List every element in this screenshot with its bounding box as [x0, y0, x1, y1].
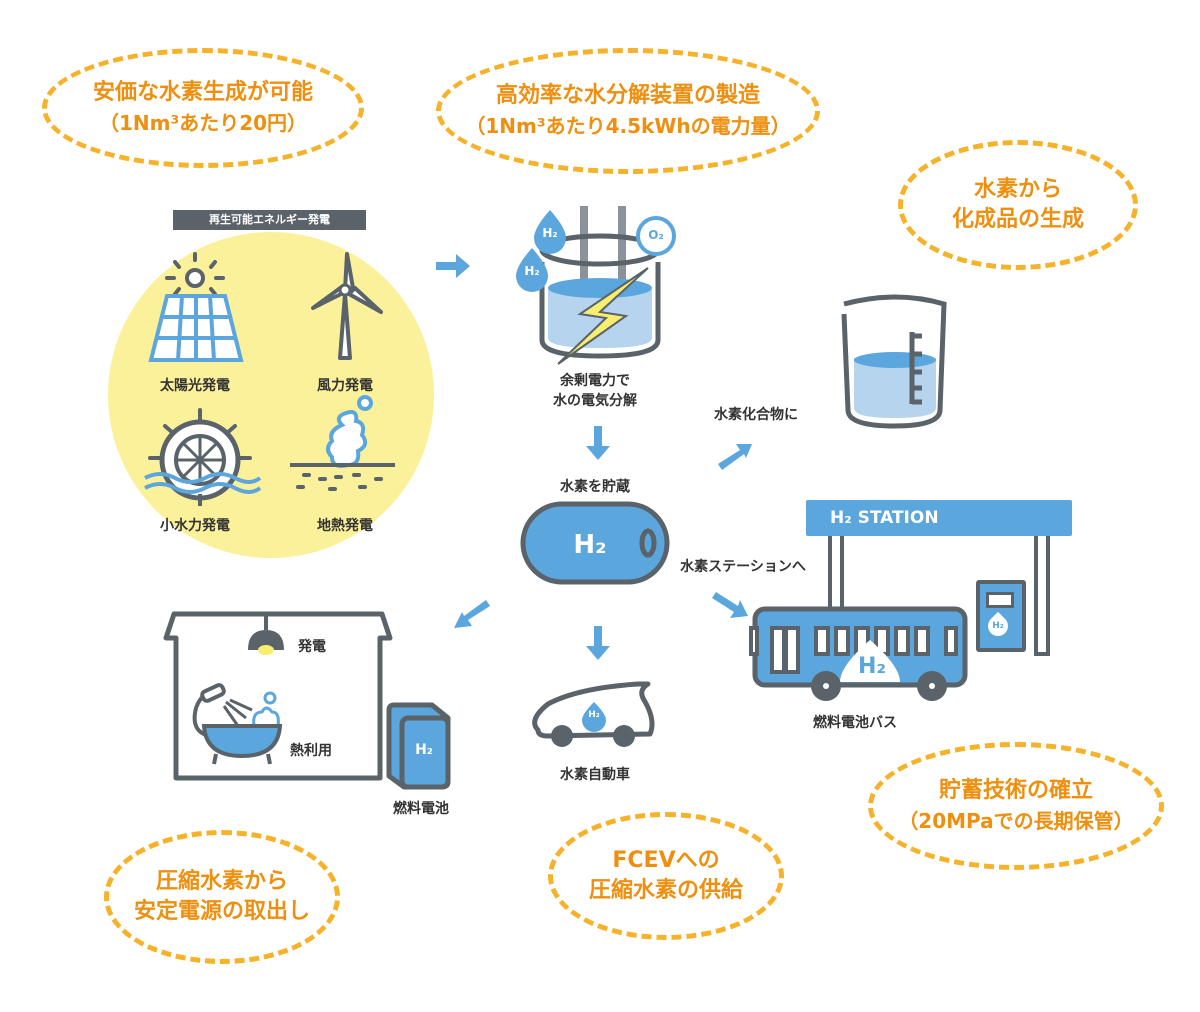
fuel-cell-label: 燃料電池 — [393, 801, 449, 817]
electrolysis-icon — [516, 206, 676, 365]
arrow-down-icon — [586, 426, 610, 460]
goal-detail: （1Nm³あたり20円） — [98, 111, 308, 135]
goal-fcev: FCEVへの 圧縮水素の供給 — [548, 812, 784, 940]
goal-electrolyzer: 高効率な水分解装置の製造 （1Nm³あたり4.5kWhの電力量） — [436, 48, 820, 174]
station-sign-text: H₂ STATION — [830, 508, 939, 528]
arrow-up-right-icon — [718, 444, 752, 470]
compound-label: 水素化合物に — [714, 407, 798, 423]
geothermal-icon — [290, 395, 395, 491]
fuel-pump-text: H₂ — [992, 621, 1004, 631]
goal-cheap-production: 安価な水素生成が可能 （1Nm³あたり20円） — [42, 48, 364, 168]
wind-label: 風力発電 — [317, 378, 373, 394]
arrow-right-icon — [436, 254, 470, 278]
goal-title: 高効率な水分解装置の製造 — [495, 83, 760, 108]
goal-detail: 圧縮水素の供給 — [588, 878, 743, 903]
fuel-pump-screen — [986, 592, 1014, 608]
arrow-down-left-icon — [454, 600, 490, 628]
light-label: 発電 — [298, 639, 326, 655]
goal-detail: （20MPaでの長期保管） — [898, 809, 1134, 833]
geothermal-label: 地熱発電 — [317, 518, 373, 534]
goal-title: FCEVへの — [612, 848, 720, 873]
goal-title: 圧縮水素から — [155, 869, 288, 894]
station-sign — [806, 500, 1072, 536]
fuel-cell-icon — [386, 702, 451, 790]
station-label: 水素ステーションへ — [680, 559, 806, 575]
arrow-down-right-icon — [712, 592, 748, 618]
electrolysis-label-2: 水の電気分解 — [553, 393, 637, 409]
goal-chemicals: 水素から 化成品の生成 — [898, 140, 1138, 270]
goal-title: 安価な水素生成が可能 — [92, 80, 313, 105]
beaker-icon — [841, 294, 947, 429]
solar-label: 太陽光発電 — [160, 378, 230, 394]
bath-label: 熱利用 — [290, 743, 332, 759]
h2-bubble-1: H₂ — [542, 226, 558, 240]
renewable-circle — [108, 232, 434, 558]
hydrogen-car-icon — [532, 681, 655, 747]
house-icon — [163, 611, 393, 781]
hydrogen-tank-icon — [520, 501, 670, 585]
goal-detail: 安定電源の取出し — [133, 899, 310, 924]
goal-stable-power: 圧縮水素から 安定電源の取出し — [104, 830, 340, 964]
hydro-label: 小水力発電 — [160, 518, 230, 534]
car-label: 水素自動車 — [560, 767, 630, 783]
water-wheel-icon — [144, 408, 262, 506]
goal-storage: 貯蓄技術の確立 （20MPaでの長期保管） — [868, 742, 1164, 870]
goal-detail: （1Nm³あたり4.5kWhの電力量） — [465, 114, 791, 138]
goal-detail: 化成品の生成 — [951, 207, 1084, 232]
goal-title: 貯蓄技術の確立 — [938, 778, 1093, 803]
tank-text: H₂ — [573, 530, 607, 560]
electrolysis-label-1: 余剰電力で — [560, 373, 630, 389]
renewable-banner: 再生可能エネルギー発電 — [173, 210, 366, 230]
tank-label: 水素を貯蔵 — [560, 479, 630, 495]
bus-label: 燃料電池バス — [813, 715, 897, 731]
bus-text: H₂ — [857, 654, 887, 679]
o2-bubble: O₂ — [648, 228, 664, 242]
station-pillar — [1034, 536, 1050, 656]
goal-title: 水素から — [973, 177, 1062, 202]
solar-panel-icon — [148, 252, 244, 362]
arrow-down-icon — [586, 626, 610, 660]
fuel-cell-bus-icon — [749, 606, 968, 701]
h2-bubble-2: H₂ — [524, 264, 540, 278]
wind-turbine-icon — [311, 252, 383, 360]
fuel-cell-text: H₂ — [415, 742, 433, 758]
car-text: H₂ — [588, 710, 600, 720]
